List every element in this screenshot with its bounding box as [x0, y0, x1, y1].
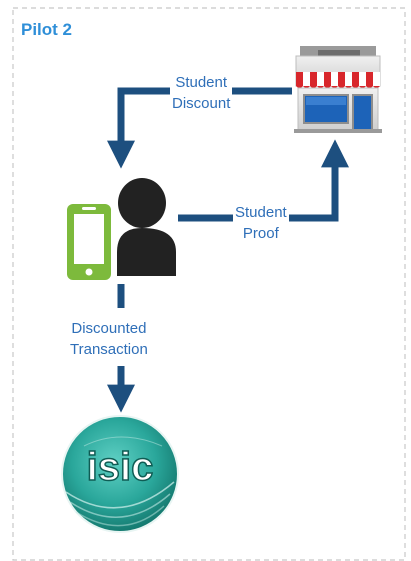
- label-discounted-transaction: Discounted Transaction: [68, 318, 150, 360]
- label-student-discount-line-1: Student: [175, 74, 228, 91]
- label-student-discount-line-2: Discount: [172, 95, 231, 112]
- label-student-proof-line-1: Student: [235, 204, 287, 221]
- label-student-proof: Student Proof: [233, 202, 289, 244]
- label-student-discount: Student Discount: [170, 72, 233, 114]
- isic-logo-text: isic: [87, 445, 154, 489]
- frame-border: [12, 7, 406, 561]
- person-icon: [117, 178, 176, 276]
- label-discounted-transaction-line-1: Discounted: [71, 320, 147, 337]
- diagram-title: Pilot 2: [21, 20, 73, 39]
- store-icon: [294, 46, 382, 133]
- isic-logo: isic: [61, 415, 179, 533]
- arrow-student-proof: [178, 139, 349, 222]
- label-discounted-transaction-line-2: Transaction: [70, 341, 148, 358]
- label-student-proof-line-2: Proof: [242, 225, 279, 242]
- arrow-student-discount: [107, 87, 292, 169]
- phone-icon: [67, 204, 111, 280]
